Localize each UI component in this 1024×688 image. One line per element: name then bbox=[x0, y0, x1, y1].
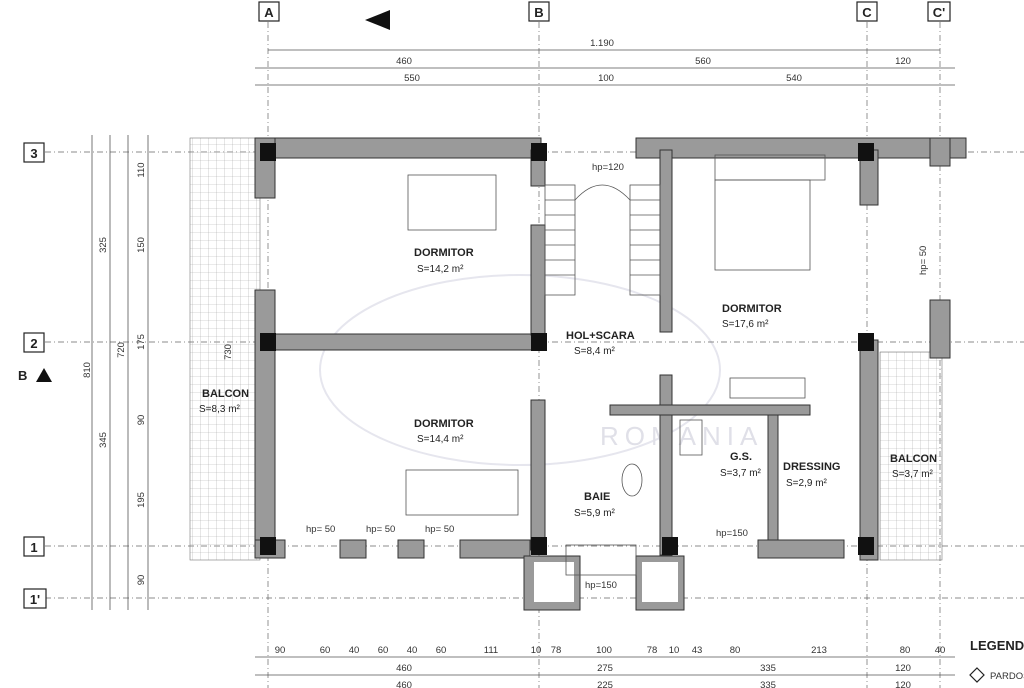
dim-bot-0: 90 bbox=[275, 645, 286, 656]
dim-left-175: 175 bbox=[136, 334, 147, 350]
top-dimensions: 1.190 460 560 120 550 100 540 bbox=[255, 38, 955, 86]
dim-left-90b: 90 bbox=[136, 575, 147, 586]
dim-top-1: 460 bbox=[396, 56, 412, 67]
dim-left-325: 325 bbox=[98, 237, 109, 253]
dim-bot-3: 60 bbox=[378, 645, 389, 656]
section-arrow-icon bbox=[365, 10, 390, 30]
dim-bot-r3-1: 225 bbox=[597, 680, 613, 688]
room-name-balcon-1: BALCON bbox=[202, 388, 249, 400]
axis-label-c: C bbox=[862, 5, 872, 20]
axis-label-c-prime: C' bbox=[933, 5, 945, 20]
window-label-7: hp=120 bbox=[592, 162, 624, 173]
section-triangle-icon bbox=[36, 368, 52, 382]
axis-number-labels: 3 2 1 1' B bbox=[18, 142, 52, 609]
dim-bot-12: 43 bbox=[692, 645, 703, 656]
window-label-3: hp= 50 bbox=[425, 524, 454, 535]
dim-bot-r2-2: 335 bbox=[760, 663, 776, 674]
diamond-icon bbox=[969, 667, 985, 683]
axis-label-2: 2 bbox=[30, 336, 37, 351]
room-area-dressing: S=2,9 m² bbox=[786, 478, 828, 489]
room-area-balcon-2: S=3,7 m² bbox=[892, 469, 934, 480]
room-area-gs: S=3,7 m² bbox=[720, 468, 762, 479]
dim-bot-1: 60 bbox=[320, 645, 331, 656]
staircase bbox=[544, 184, 661, 296]
dim-bot-14: 213 bbox=[811, 645, 827, 656]
room-area-hol-scara: S=8,4 m² bbox=[574, 346, 616, 357]
dim-bot-r3-0: 460 bbox=[396, 680, 412, 688]
dim-bot-13: 80 bbox=[730, 645, 741, 656]
dim-top-4: 550 bbox=[404, 73, 420, 84]
balconies bbox=[189, 137, 943, 561]
dim-bot-r2-0: 460 bbox=[396, 663, 412, 674]
room-name-dormitor-2: DORMITOR bbox=[414, 418, 474, 430]
window-label-5: hp=150 bbox=[716, 528, 748, 539]
axis-label-a: A bbox=[264, 5, 274, 20]
section-label-b: B bbox=[18, 368, 27, 383]
dim-top-5: 100 bbox=[598, 73, 614, 84]
dim-bot-2: 40 bbox=[349, 645, 360, 656]
window-label-4: hp=150 bbox=[585, 580, 617, 591]
dim-left-720: 720 bbox=[116, 342, 127, 358]
dim-top-3: 120 bbox=[895, 56, 911, 67]
left-dimensions: 810 325 345 720 110 150 175 90 195 90 73… bbox=[82, 135, 234, 610]
dim-left-110: 110 bbox=[136, 162, 147, 177]
dim-bot-15: 80 bbox=[900, 645, 911, 656]
room-name-dressing: DRESSING bbox=[783, 461, 840, 473]
dim-left-150: 150 bbox=[136, 237, 147, 253]
window-label-2: hp= 50 bbox=[366, 524, 395, 535]
dim-bot-r2-1: 275 bbox=[597, 663, 613, 674]
room-name-dormitor-1: DORMITOR bbox=[414, 247, 474, 259]
dim-bot-r3-2: 335 bbox=[760, 680, 776, 688]
watermark-text: ROMANIA bbox=[600, 421, 763, 451]
legend-item-pardos: PARDOS bbox=[990, 671, 1024, 682]
axis-label-b: B bbox=[534, 5, 543, 20]
dim-bot-11: 10 bbox=[669, 645, 680, 656]
dim-bot-9: 100 bbox=[596, 645, 612, 656]
dim-left-195: 195 bbox=[136, 492, 147, 508]
axis-label-1-prime: 1' bbox=[30, 592, 40, 607]
legend: LEGENDA PARDOS bbox=[969, 638, 1024, 683]
room-name-gs: G.S. bbox=[730, 451, 752, 463]
watermark: ROMANIA bbox=[319, 274, 763, 466]
room-name-hol-scara: HOL+SCARA bbox=[566, 330, 635, 342]
legend-title: LEGENDA bbox=[970, 638, 1024, 653]
walls bbox=[254, 137, 967, 611]
room-name-baie: BAIE bbox=[584, 491, 610, 503]
room-labels: DORMITOR S=14,2 m² DORMITOR S=14,4 m² DO… bbox=[199, 247, 937, 519]
dim-bot-8: 78 bbox=[551, 645, 562, 656]
window-label-1: hp= 50 bbox=[306, 524, 335, 535]
room-area-dormitor-2: S=14,4 m² bbox=[417, 434, 464, 445]
room-name-dormitor-3: DORMITOR bbox=[722, 303, 782, 315]
dim-bot-16: 40 bbox=[935, 645, 946, 656]
dim-bot-r2-3: 120 bbox=[895, 663, 911, 674]
axis-label-1: 1 bbox=[30, 540, 37, 555]
axis-letter-labels: A B C C' bbox=[258, 1, 951, 30]
room-area-dormitor-1: S=14,2 m² bbox=[417, 264, 464, 275]
dim-bot-10: 78 bbox=[647, 645, 658, 656]
window-labels: hp= 50 hp= 50 hp= 50 hp=150 hp=150 hp= 5… bbox=[306, 162, 929, 591]
dim-overall: 1.190 bbox=[590, 38, 614, 49]
dim-top-6: 540 bbox=[786, 73, 802, 84]
room-area-baie: S=5,9 m² bbox=[574, 508, 616, 519]
dim-bot-5: 60 bbox=[436, 645, 447, 656]
dim-left-90: 90 bbox=[136, 415, 147, 426]
room-name-balcon-2: BALCON bbox=[890, 453, 937, 465]
dim-bot-6: 111 bbox=[484, 645, 498, 656]
dim-left-outer: 810 bbox=[82, 362, 93, 378]
columns bbox=[260, 143, 874, 555]
bottom-dimensions: 90 60 40 60 40 60 111 10 78 100 78 10 43… bbox=[255, 645, 955, 688]
room-area-balcon-1: S=8,3 m² bbox=[199, 404, 241, 415]
furniture bbox=[405, 154, 826, 576]
dim-bot-r3-3: 120 bbox=[895, 680, 911, 688]
dim-bot-7: 10 bbox=[531, 645, 542, 656]
dim-top-2: 560 bbox=[695, 56, 711, 67]
axis-label-3: 3 bbox=[30, 146, 37, 161]
room-area-dormitor-3: S=17,6 m² bbox=[722, 319, 769, 330]
dim-left-345: 345 bbox=[98, 432, 109, 448]
dim-bot-4: 40 bbox=[407, 645, 418, 656]
window-label-6: hp= 50 bbox=[918, 246, 929, 275]
